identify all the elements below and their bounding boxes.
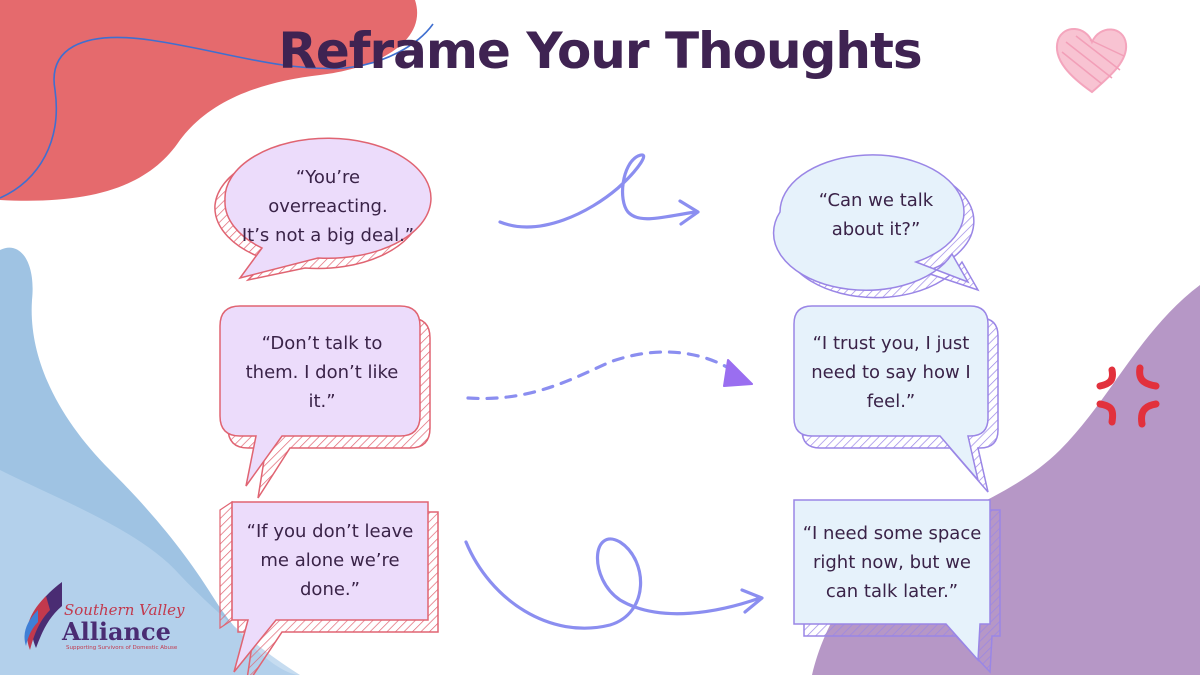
arrow-3 xyxy=(464,537,762,630)
arrow-1 xyxy=(498,153,698,229)
bubble-negative-1 xyxy=(214,137,432,282)
blue-line xyxy=(0,23,434,199)
bubble-positive-1 xyxy=(772,154,980,299)
logo-script-text: Southern Valley xyxy=(64,601,185,619)
bubble-positive-2 xyxy=(793,305,999,493)
positive-text-3: “I need some space right now, but we can… xyxy=(802,522,982,602)
arrow-2-head xyxy=(723,359,753,387)
arrow-1-head xyxy=(678,199,700,226)
logo-name-text: Alliance xyxy=(62,617,171,646)
logo-tagline-text: Supporting Survivors of Domestic Abuse xyxy=(66,645,178,651)
negative-text-2: “Don’t talk to them. I don’t like it.” xyxy=(245,332,399,412)
positive-text-2: “I trust you, I just need to say how I f… xyxy=(811,332,971,412)
arrow-3-head xyxy=(740,588,764,614)
coral-blob xyxy=(0,0,418,201)
negative-text-3: “If you don’t leave me alone we’re done.… xyxy=(246,520,414,600)
page-title: Reframe Your Thoughts xyxy=(278,22,922,80)
bubble-positive-3 xyxy=(793,499,1001,674)
negative-text-1: “You’re overreacting. It’s not a big dea… xyxy=(241,166,415,246)
bubble-negative-2 xyxy=(219,305,431,499)
bubble-negative-3 xyxy=(219,500,439,675)
positive-text-1: “Can we talk about it?” xyxy=(818,190,934,240)
